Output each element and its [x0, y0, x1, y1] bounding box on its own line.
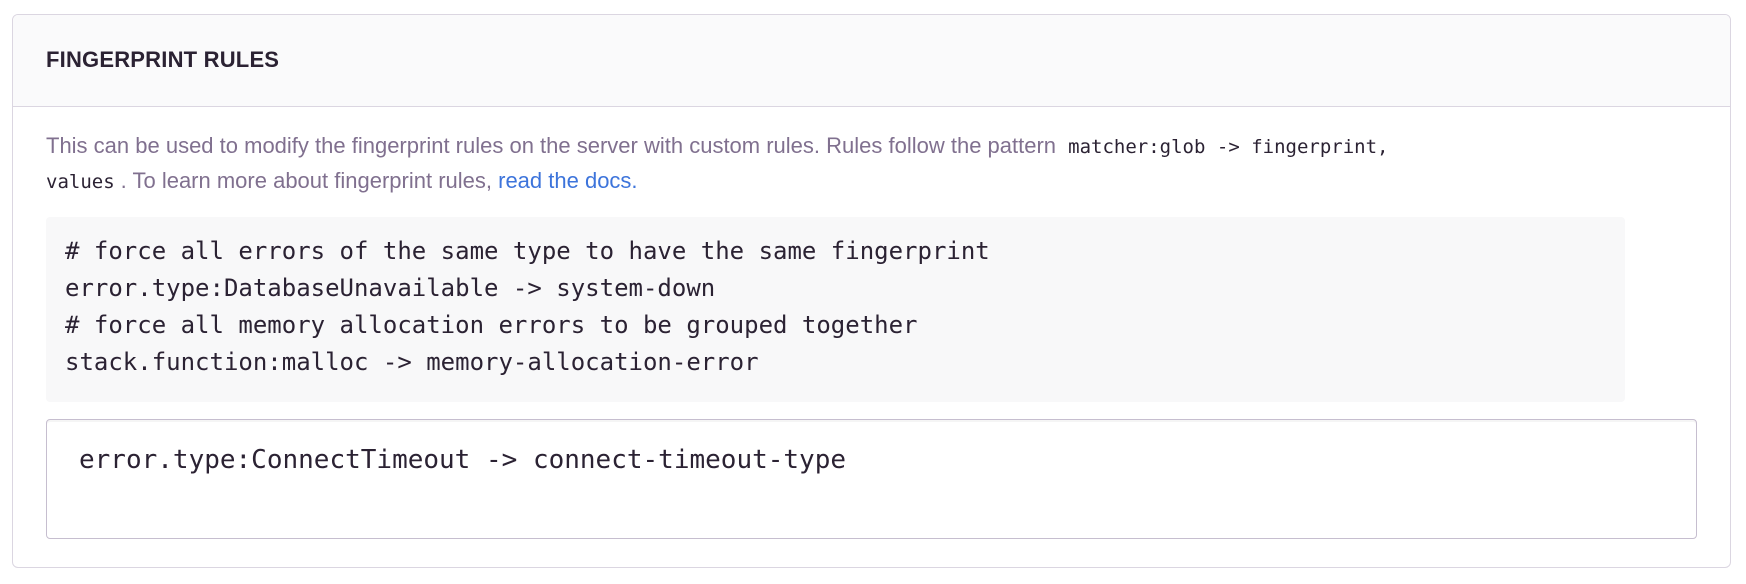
pattern-code: matcher:glob -> fingerprint,	[1068, 136, 1389, 158]
example-line: stack.function:malloc -> memory-allocati…	[65, 348, 759, 376]
fingerprint-rules-panel: FINGERPRINT RULES This can be used to mo…	[12, 14, 1731, 568]
help-text-docs-prefix: . To learn more about fingerprint rules,	[120, 168, 492, 193]
help-text: This can be used to modify the fingerpri…	[46, 129, 1702, 199]
panel-title: FINGERPRINT RULES	[46, 47, 280, 72]
example-line: # force all errors of the same type to h…	[65, 237, 990, 265]
fingerprint-rules-textarea[interactable]: error.type:ConnectTimeout -> connect-tim…	[46, 419, 1697, 539]
example-rules-block: # force all errors of the same type to h…	[46, 217, 1625, 402]
panel-header: FINGERPRINT RULES	[13, 15, 1730, 107]
help-text-intro: This can be used to modify the fingerpri…	[46, 133, 1057, 158]
rules-input-value[interactable]: error.type:ConnectTimeout -> connect-tim…	[79, 445, 847, 475]
panel-body: This can be used to modify the fingerpri…	[46, 129, 1702, 539]
values-code: values	[46, 171, 115, 193]
example-line: # force all memory allocation errors to …	[65, 311, 918, 339]
example-line: error.type:DatabaseUnavailable -> system…	[65, 274, 716, 302]
read-the-docs-link[interactable]: read the docs.	[498, 168, 638, 193]
